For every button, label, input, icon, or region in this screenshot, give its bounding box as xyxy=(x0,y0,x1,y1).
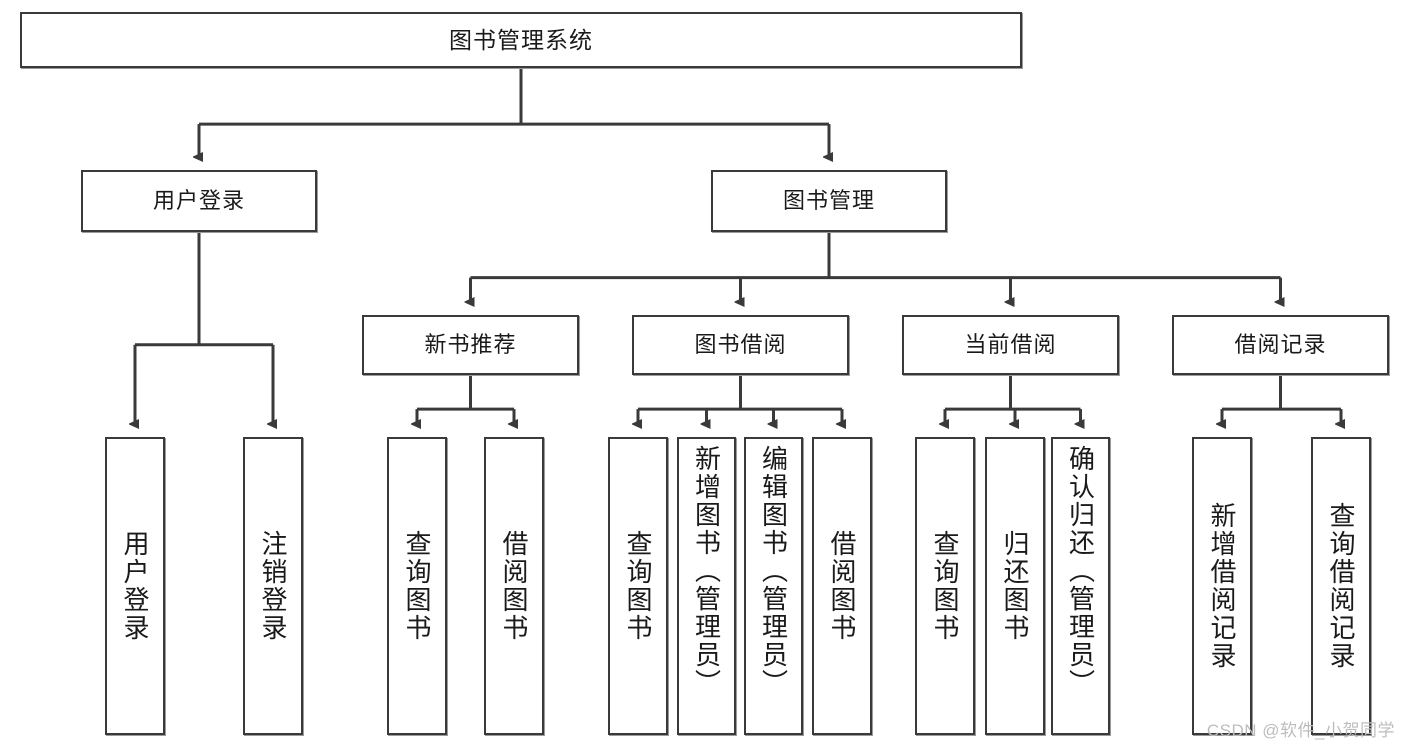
node-current-borrow[interactable]: 当前借阅 xyxy=(902,315,1119,375)
node-leaf-add-book[interactable]: 新增图书（管理员） xyxy=(677,437,736,735)
node-leaf-add-record[interactable]: 新增借阅记录 xyxy=(1192,437,1252,735)
node-label: 注销登录 xyxy=(258,530,288,642)
watermark-text: CSDN @软件_小贺同学 xyxy=(1206,721,1395,740)
node-label: 新增借阅记录 xyxy=(1207,502,1237,670)
node-leaf-logout[interactable]: 注销登录 xyxy=(243,437,303,735)
node-leaf-edit-book[interactable]: 编辑图书（管理员） xyxy=(744,437,803,735)
node-leaf-confirm-return[interactable]: 确认归还（管理员） xyxy=(1051,437,1110,735)
node-label: 借阅记录 xyxy=(1234,332,1327,358)
node-label: 用户登录 xyxy=(152,188,245,214)
node-label: 查询图书 xyxy=(623,530,653,642)
node-user-login[interactable]: 用户登录 xyxy=(81,170,317,232)
node-leaf-return-book[interactable]: 归还图书 xyxy=(985,437,1045,735)
node-label: 查询借阅记录 xyxy=(1326,502,1356,670)
node-leaf-query-book-rec[interactable]: 查询图书 xyxy=(387,437,447,735)
node-label: 借阅图书 xyxy=(827,530,857,642)
node-borrow-record[interactable]: 借阅记录 xyxy=(1172,315,1389,375)
node-label: 图书借阅 xyxy=(694,332,787,358)
node-label: 图书管理系统 xyxy=(449,26,593,53)
node-leaf-borrow-book-bb[interactable]: 借阅图书 xyxy=(812,437,872,735)
node-leaf-user-login[interactable]: 用户登录 xyxy=(105,437,165,735)
node-book-manage[interactable]: 图书管理 xyxy=(711,170,947,232)
node-leaf-query-record[interactable]: 查询借阅记录 xyxy=(1311,437,1371,735)
node-book-borrow[interactable]: 图书借阅 xyxy=(632,315,849,375)
node-label: 当前借阅 xyxy=(964,332,1057,358)
node-label: 查询图书 xyxy=(402,530,432,642)
node-leaf-query-book-bb[interactable]: 查询图书 xyxy=(608,437,668,735)
node-label: 归还图书 xyxy=(1000,530,1030,642)
node-label: 新书推荐 xyxy=(424,332,517,358)
node-label: 编辑图书（管理员） xyxy=(758,445,789,697)
node-leaf-borrow-book-rec[interactable]: 借阅图书 xyxy=(484,437,544,735)
node-leaf-query-book-cb[interactable]: 查询图书 xyxy=(915,437,975,735)
node-label: 用户登录 xyxy=(120,530,150,642)
node-root[interactable]: 图书管理系统 xyxy=(20,12,1022,68)
node-new-book-rec[interactable]: 新书推荐 xyxy=(362,315,579,375)
node-label: 查询图书 xyxy=(930,530,960,642)
node-label: 借阅图书 xyxy=(499,530,529,642)
node-label: 新增图书（管理员） xyxy=(691,445,722,697)
node-label: 确认归还（管理员） xyxy=(1065,445,1096,697)
node-label: 图书管理 xyxy=(782,188,875,214)
